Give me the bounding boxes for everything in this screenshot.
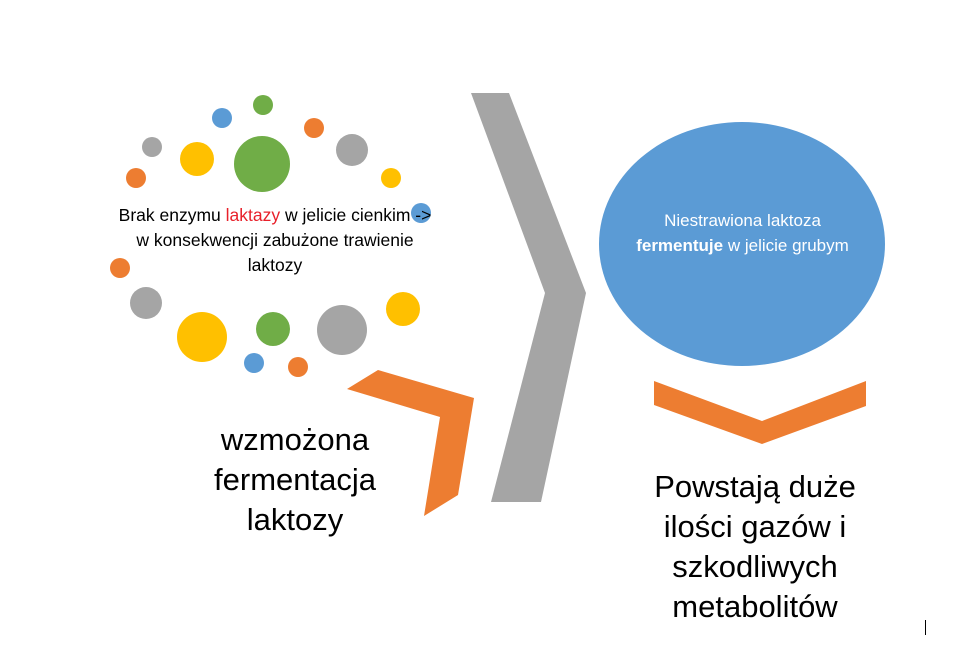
orange-chevron-down [654, 381, 866, 444]
bubble [126, 168, 146, 188]
ellipse-text: Niestrawiona laktoza fermentuje w jelicie… [610, 208, 875, 258]
bubble [304, 118, 324, 138]
bubble [386, 292, 420, 326]
ellipse-text-line: Niestrawiona laktoza [664, 211, 821, 230]
bubble [381, 168, 401, 188]
fermentation-text: wzmożona fermentacja laktozy [214, 422, 376, 537]
bubble [244, 353, 264, 373]
ellipse-text-bold: fermentuje [636, 236, 724, 255]
cause-text: Brak enzymu laktazy w jelicie cienkim ->… [110, 203, 440, 278]
gray-chevron-arrow [471, 93, 586, 502]
bubble [212, 108, 232, 128]
lactase-highlight: laktazy [225, 205, 281, 225]
bubble [288, 357, 308, 377]
bubble [177, 312, 227, 362]
bubble [142, 137, 162, 157]
gases-text: Powstają duże ilości gazów i szkodliwych… [654, 469, 856, 624]
bubble [253, 95, 273, 115]
bubble [130, 287, 162, 319]
bubble-cluster [110, 95, 431, 377]
bubble [180, 142, 214, 176]
ellipse-text-rest: w jelicie grubym [723, 236, 849, 255]
cause-text-part: w jelicie cienkim -> w konsekwencji zabu… [136, 205, 432, 275]
bubble [411, 203, 431, 223]
orange-chevron-left [347, 370, 474, 516]
cause-text-part: Brak enzymu [118, 205, 226, 225]
bubble [317, 305, 367, 355]
bubble [336, 134, 368, 166]
blue-ellipse [599, 122, 885, 366]
bubble [234, 136, 290, 192]
text-cursor [925, 620, 926, 635]
bubble [256, 312, 290, 346]
bubble [110, 258, 130, 278]
